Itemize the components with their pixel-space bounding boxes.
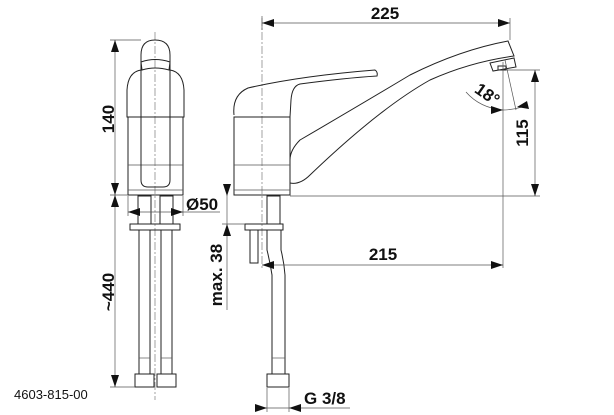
connection-thread-label: G 3/8 [304, 389, 346, 408]
outlet-height-label: 115 [513, 119, 532, 146]
max-counter-thickness-label: max. 38 [207, 244, 226, 306]
front-view [110, 32, 220, 400]
hose-length-label: ~440 [99, 273, 118, 311]
base-diameter-label: Ø50 [186, 195, 218, 214]
spout-reach-label: 225 [371, 4, 399, 23]
side-view [222, 16, 540, 412]
height-label: 140 [99, 105, 118, 133]
spout-projection-label: 215 [369, 245, 397, 264]
angle-label: 18° [471, 79, 503, 109]
part-number: 4603-815-00 [14, 387, 88, 402]
